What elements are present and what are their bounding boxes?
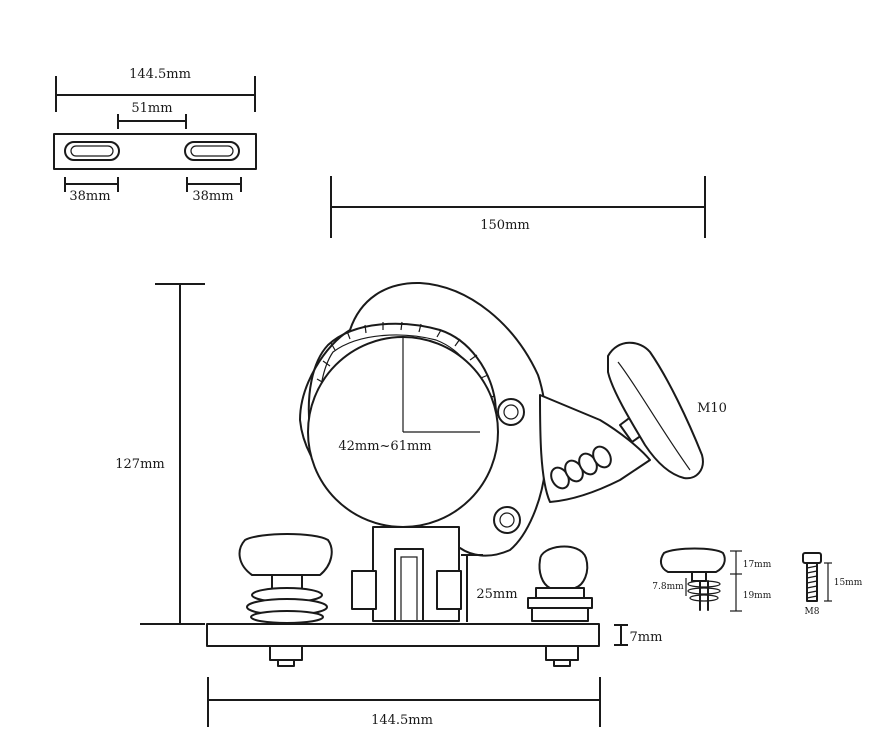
clamp-assembly: 42mm~61mm M10 25mm (206, 281, 727, 728)
bolt-length-label: 15mm (834, 578, 863, 588)
base-plate (206, 623, 600, 647)
right-bottom-nut (545, 645, 579, 661)
knob-detail: 7.8mm 17mm 19mm (652, 547, 772, 612)
base-width-label: 144.5mm (371, 713, 433, 728)
slot-left-length-label: 38mm (69, 189, 110, 204)
bolt-detail: 15mm M8 (802, 552, 863, 617)
top-plate (53, 133, 257, 170)
plate-thickness-label: 7mm (630, 630, 663, 645)
m10-knob (607, 341, 704, 480)
right-thumb-knob (527, 545, 593, 622)
top-plate-width-label: 144.5mm (129, 67, 191, 82)
knob-height-top-label: 17mm (743, 560, 772, 570)
left-slot (64, 141, 120, 161)
slot-spacing-label: 51mm (131, 101, 172, 116)
height-dimension: 127mm (115, 283, 205, 625)
upper-rivet (497, 398, 525, 426)
right-slot (184, 141, 240, 161)
tube-range-label: 42mm~61mm (338, 439, 431, 454)
spring (550, 445, 612, 490)
knob-thread-label: M10 (697, 401, 727, 416)
knob-pin-label: 7.8mm (652, 582, 684, 592)
total-height-label: 127mm (115, 457, 164, 472)
clamp-width-label: 150mm (480, 218, 529, 233)
knob-height-bottom-label: 19mm (743, 591, 772, 601)
bolt-thread-label: M8 (805, 607, 820, 617)
clamp-width-dimension: 150mm (330, 176, 706, 238)
top-plate-view: 144.5mm 51mm 38mm 38mm (53, 67, 257, 204)
slot-right-length-label: 38mm (192, 189, 233, 204)
left-thumb-knob (238, 533, 333, 624)
block-height-label: 25mm (476, 587, 517, 602)
left-bottom-nut (269, 645, 303, 661)
lower-rivet (493, 506, 521, 534)
